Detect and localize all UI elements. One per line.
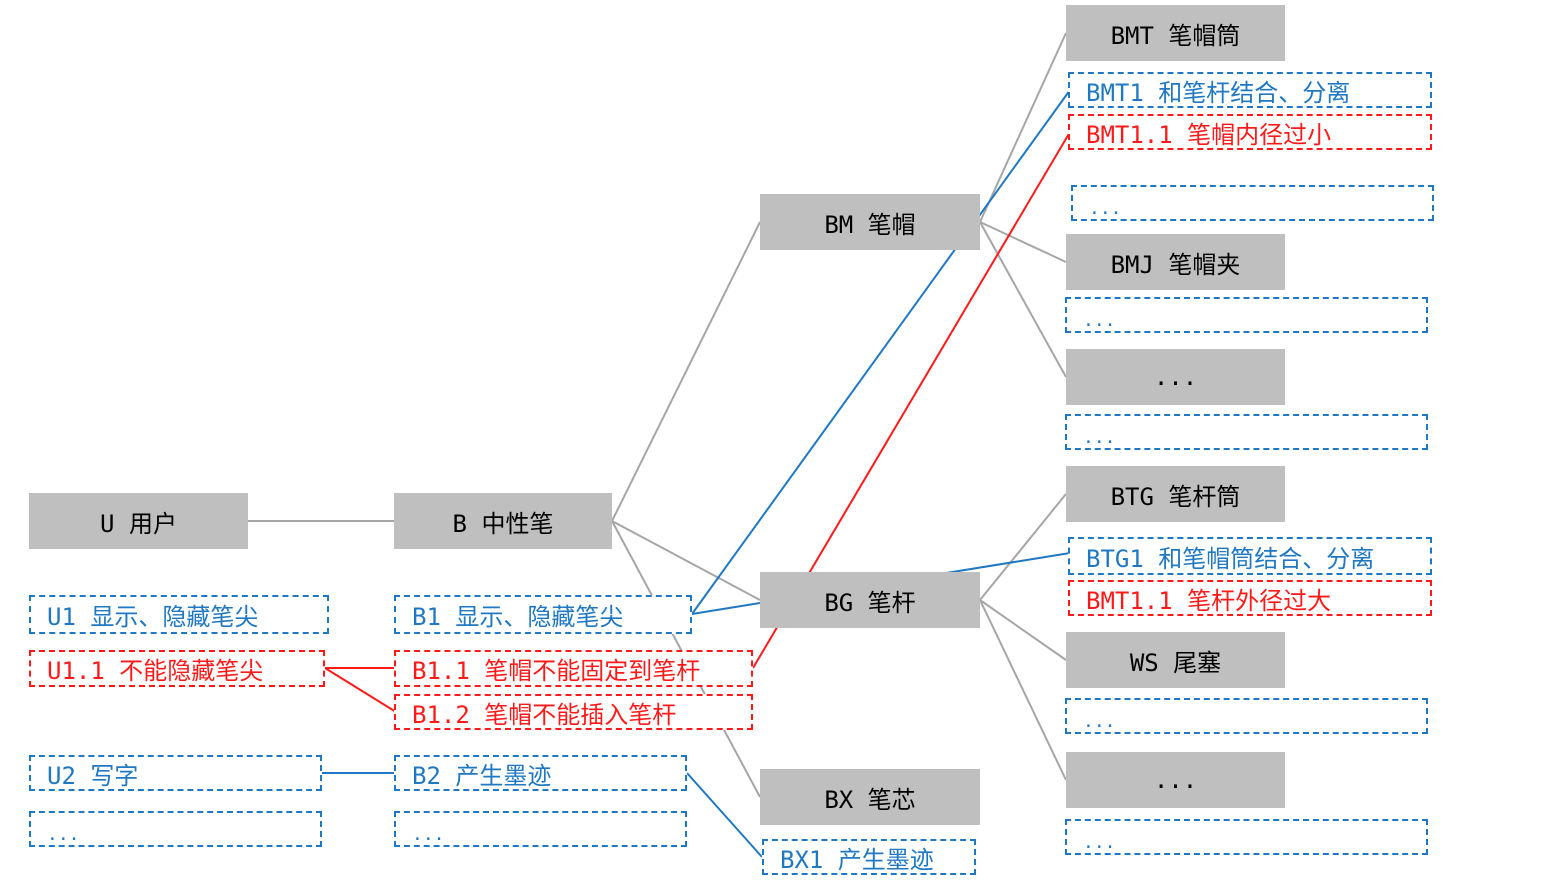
line-bm-bmj: [979, 221, 1067, 263]
line-b-bm: [611, 221, 761, 522]
link-b2-bx1: [686, 772, 763, 858]
fault-b1-1: B1.1 笔帽不能固定到笔杆: [394, 650, 753, 687]
function-btg1: BTG1 和笔帽筒结合、分离: [1068, 537, 1432, 575]
node-barrel-more: ...: [1066, 752, 1285, 808]
line-bm-bmt: [979, 32, 1067, 223]
node-pen: B 中性笔: [394, 493, 612, 549]
link-b1-bmt1: [691, 89, 1071, 615]
node-cap-clip: BMJ 笔帽夹: [1066, 234, 1285, 290]
node-refill: BX 笔芯: [760, 769, 980, 825]
line-bg-more: [979, 599, 1067, 781]
function-bmt-more: ...: [1071, 185, 1434, 221]
node-tail-plug: WS 尾塞: [1066, 632, 1285, 688]
function-u-more: ...: [29, 811, 322, 847]
function-links: [322, 89, 1071, 858]
function-b1: B1 显示、隐藏笔尖: [394, 595, 692, 634]
function-bmj-more: ...: [1065, 297, 1428, 333]
function-bmt1: BMT1 和笔杆结合、分离: [1068, 72, 1432, 108]
fault-b1-2: B1.2 笔帽不能插入笔杆: [394, 694, 753, 730]
function-bg-more: ...: [1065, 819, 1428, 855]
fault-u1-1: U1.1 不能隐藏笔尖: [29, 650, 325, 687]
line-bm-more: [979, 221, 1067, 378]
node-cap-more: ...: [1066, 349, 1285, 405]
line-b-bg: [611, 520, 761, 601]
function-bm-more: ...: [1065, 414, 1428, 450]
fault-btg1-1: BMT1.1 笔杆外径过大: [1068, 580, 1432, 616]
node-user: U 用户: [29, 493, 248, 549]
function-u1: U1 显示、隐藏笔尖: [29, 595, 329, 634]
node-cap-tube: BMT 笔帽筒: [1066, 5, 1285, 61]
link-u1-1-b1-2: [324, 667, 397, 713]
fault-bmt1-1: BMT1.1 笔帽内径过小: [1068, 114, 1432, 150]
function-b-more: ...: [394, 811, 687, 847]
node-barrel: BG 笔杆: [760, 572, 980, 628]
node-cap: BM 笔帽: [760, 194, 980, 250]
line-bg-ws: [979, 599, 1067, 661]
function-bx1: BX1 产生墨迹: [762, 839, 976, 875]
function-ws-more: ...: [1065, 698, 1428, 734]
node-barrel-tube: BTG 笔杆筒: [1066, 466, 1285, 522]
line-bg-btg: [979, 493, 1067, 601]
structure-tree-lines: [248, 32, 1067, 798]
function-b2: B2 产生墨迹: [394, 755, 687, 791]
function-u2: U2 写字: [29, 755, 322, 791]
